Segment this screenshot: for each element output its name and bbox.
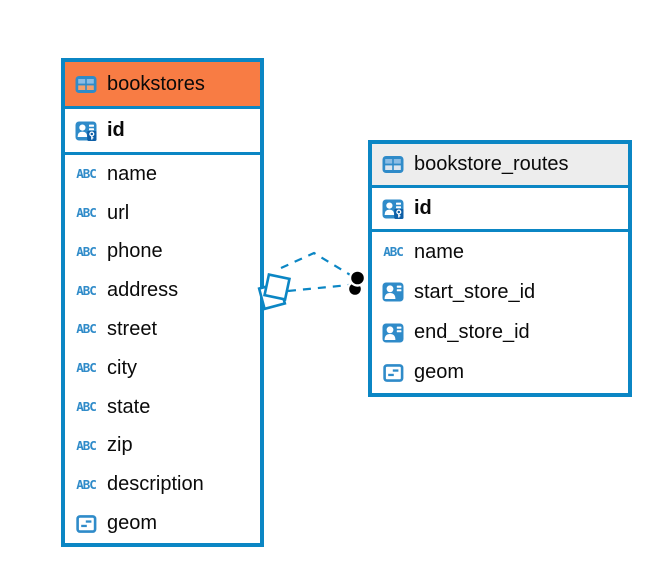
column-name: end_store_id bbox=[414, 321, 530, 344]
table-name: bookstores bbox=[107, 72, 205, 95]
column-row[interactable]: start_store_id bbox=[372, 272, 628, 312]
column-name: street bbox=[107, 318, 158, 341]
column-name: phone bbox=[107, 240, 163, 263]
column-name: geom bbox=[414, 361, 465, 384]
column-name: description bbox=[107, 473, 204, 496]
column-row[interactable]: ABC description bbox=[65, 465, 260, 504]
column-name: address bbox=[107, 279, 179, 302]
column-row[interactable]: end_store_id bbox=[372, 313, 628, 353]
table-name: bookstore_routes bbox=[414, 153, 569, 175]
column-row[interactable]: ABC address bbox=[65, 271, 260, 310]
relationship-endpoint-dot[interactable] bbox=[348, 269, 367, 287]
column-row[interactable]: ABC state bbox=[65, 388, 260, 427]
column-name: geom bbox=[107, 512, 158, 535]
relationship-line[interactable] bbox=[280, 251, 353, 277]
text-type-icon: ABC bbox=[76, 166, 97, 182]
table-icon bbox=[381, 154, 405, 176]
table-icon bbox=[74, 73, 98, 95]
text-type-icon: ABC bbox=[76, 360, 97, 376]
text-type-icon: ABC bbox=[76, 321, 97, 337]
column-name: start_store_id bbox=[414, 280, 536, 303]
column-row[interactable]: ABC name bbox=[372, 232, 628, 272]
column-name: zip bbox=[107, 434, 133, 457]
geometry-type-icon bbox=[381, 362, 405, 384]
column-name: city bbox=[107, 356, 137, 379]
foreign-key-icon bbox=[381, 281, 405, 303]
column-row[interactable]: geom bbox=[65, 504, 260, 543]
column-name: id bbox=[414, 197, 432, 219]
foreign-key-icon bbox=[381, 322, 405, 344]
entity-table-bookstore-routes[interactable]: bookstore_routes id ABC name start_store_i… bbox=[368, 140, 632, 397]
text-type-icon: ABC bbox=[76, 437, 97, 453]
table-header[interactable]: bookstores bbox=[65, 62, 260, 109]
column-row[interactable]: geom bbox=[372, 353, 628, 393]
table-header[interactable]: bookstore_routes bbox=[372, 144, 628, 188]
column-row[interactable]: ABC zip bbox=[65, 427, 260, 466]
column-name: state bbox=[107, 395, 151, 418]
primary-key-row[interactable]: id bbox=[372, 188, 628, 232]
column-row[interactable]: ABC street bbox=[65, 310, 260, 349]
column-row[interactable]: ABC name bbox=[65, 155, 260, 194]
text-type-icon: ABC bbox=[76, 398, 97, 414]
column-row[interactable]: ABC city bbox=[65, 349, 260, 388]
column-name: url bbox=[107, 201, 130, 224]
text-type-icon: ABC bbox=[76, 476, 97, 492]
primary-key-row[interactable]: id bbox=[65, 109, 260, 155]
text-type-icon: ABC bbox=[76, 282, 97, 298]
geometry-type-icon bbox=[74, 513, 98, 535]
text-type-icon: ABC bbox=[76, 204, 97, 220]
column-name: id bbox=[107, 119, 125, 141]
text-type-icon: ABC bbox=[76, 243, 97, 259]
column-name: name bbox=[107, 162, 158, 185]
relationship-line[interactable] bbox=[287, 283, 350, 293]
column-row[interactable]: ABC phone bbox=[65, 233, 260, 272]
relationship-endpoint-dot[interactable] bbox=[346, 280, 364, 298]
text-type-icon: ABC bbox=[383, 243, 404, 259]
column-row[interactable]: ABC url bbox=[65, 194, 260, 233]
column-name: name bbox=[414, 240, 465, 263]
primary-key-icon bbox=[74, 120, 98, 142]
primary-key-icon bbox=[381, 198, 405, 220]
